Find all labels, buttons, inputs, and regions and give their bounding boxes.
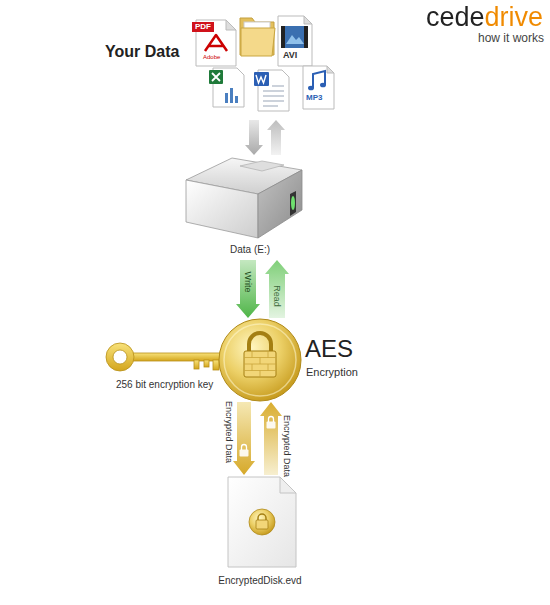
- edge-label: Write: [243, 272, 253, 293]
- word-badge: [254, 72, 269, 86]
- logo-text: cededrive: [426, 2, 543, 33]
- excel-badge: [209, 70, 223, 84]
- flow-arrow: [236, 260, 260, 318]
- flow-arrow: [267, 120, 285, 155]
- avi-icon: [278, 16, 312, 66]
- key-label: 256 bit encryption key: [116, 379, 213, 390]
- page-fold: [226, 20, 236, 30]
- key-tooth: [213, 360, 219, 370]
- page-fold: [327, 66, 334, 73]
- flow-arrow: [265, 260, 289, 318]
- brand-label: Adobe: [203, 54, 220, 60]
- chart-bar: [235, 96, 238, 103]
- music-note: [320, 83, 326, 88]
- drive-front: [186, 180, 258, 238]
- page-shape: [228, 477, 296, 567]
- key-hole: [113, 350, 127, 364]
- drive-label: Data (E:): [190, 244, 310, 255]
- data-icons-node: Your Data: [100, 10, 340, 120]
- key-symbol: [100, 340, 225, 378]
- flow-arrow: [245, 120, 263, 155]
- pdf-banner: [192, 22, 214, 32]
- key-node: 256 bit encryption key: [100, 340, 225, 396]
- encryption-circle: [218, 318, 302, 402]
- drive-led: [291, 196, 295, 210]
- word-icon: [254, 70, 289, 111]
- drive-slot: [290, 191, 296, 216]
- flow-arrow: [260, 402, 282, 475]
- key-shaft: [133, 353, 223, 361]
- edge-label: Encrypted Data: [224, 400, 234, 462]
- lock-pattern: [244, 351, 276, 377]
- lock-badge: [249, 509, 275, 535]
- excel-mark: [212, 73, 220, 81]
- lock-symbol: [240, 445, 249, 457]
- flow-arrow: [233, 402, 255, 475]
- lock-disc-ring: [224, 324, 296, 396]
- encryption-node: AES Encryption: [218, 318, 368, 402]
- film-picture: [286, 35, 304, 44]
- tagline: how it works: [478, 31, 544, 45]
- page-shape: [303, 66, 334, 109]
- file-type-label: MP3: [306, 93, 322, 102]
- file-type-label: PDF: [192, 22, 214, 31]
- node-title: Your Data: [105, 43, 179, 61]
- folder-front: [241, 28, 275, 56]
- film-frame: [281, 26, 308, 48]
- lock-shackle: [249, 333, 271, 352]
- film-strip: [304, 26, 308, 48]
- music-note: [308, 86, 314, 91]
- file-label: EncryptedDisk.evd: [205, 575, 315, 586]
- page-shape: [278, 16, 312, 66]
- lock-body: [256, 520, 268, 529]
- excel-icon: [209, 68, 244, 107]
- lock-body: [240, 450, 249, 457]
- key-tooth: [204, 360, 209, 367]
- word-mark: [256, 75, 266, 83]
- key-tooth: [194, 360, 199, 369]
- page-fold: [280, 477, 296, 493]
- file-type-label: AVI: [283, 50, 297, 60]
- encrypted-file: [205, 475, 315, 570]
- drive-recess: [240, 161, 284, 171]
- node-subtitle: Encryption: [306, 366, 358, 378]
- text-lines: [263, 86, 284, 106]
- edge-label: Encrypted Data: [282, 414, 292, 476]
- film-strip: [281, 26, 285, 48]
- lock-symbol: [267, 417, 276, 429]
- chart-bar: [230, 88, 233, 103]
- page-fold: [304, 16, 312, 24]
- edge-label: Read: [272, 285, 282, 307]
- node-title: AES: [305, 335, 353, 363]
- folder-icon: [240, 18, 275, 56]
- mp3-icon: [303, 66, 334, 109]
- drive-side: [258, 170, 302, 238]
- lock-body: [244, 351, 276, 377]
- music-note: [313, 71, 325, 88]
- adobe-symbol: [205, 35, 227, 51]
- folder-back: [240, 18, 274, 55]
- lock-body: [267, 422, 276, 429]
- lock-disc: [219, 319, 301, 401]
- file-icons: [100, 10, 340, 120]
- chart-bar: [225, 93, 228, 103]
- file-node: EncryptedDisk.evd: [205, 475, 315, 590]
- lock-shackle: [242, 445, 247, 451]
- key-bow: [106, 343, 134, 371]
- drive-node: Data (E:): [180, 155, 310, 260]
- pdf-icon: [192, 20, 236, 66]
- lock-shackle: [269, 417, 274, 423]
